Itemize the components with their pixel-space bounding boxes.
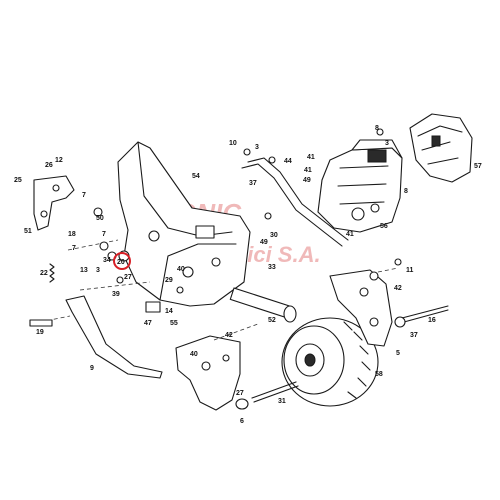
callout-54: 54: [192, 173, 200, 180]
callout-49b: 49: [260, 239, 268, 246]
left-bracket: [33, 175, 75, 231]
callout-8: 8: [375, 125, 379, 132]
callout-7: 7: [82, 192, 86, 199]
callout-55: 55: [170, 320, 178, 327]
callout-57: 57: [474, 163, 482, 170]
engine-assembly: [317, 139, 403, 233]
callout-42b: 42: [225, 332, 233, 339]
drive-wheel: [281, 317, 379, 407]
callout-26: 26: [45, 162, 53, 169]
callout-6: 6: [240, 418, 244, 425]
callout-8b: 8: [404, 188, 408, 195]
callout-10: 10: [229, 140, 237, 147]
skid-bar: [65, 295, 163, 379]
callout-25: 25: [14, 177, 22, 184]
callout-34: 34: [103, 257, 111, 264]
main-frame: [117, 141, 251, 307]
callout-37: 37: [249, 180, 257, 187]
callout-3c: 3: [96, 267, 100, 274]
callout-9: 9: [90, 365, 94, 372]
callout-14: 14: [165, 308, 173, 315]
axle-shaft: [235, 381, 299, 410]
callout-22: 22: [40, 270, 48, 277]
shaft-assembly: [229, 287, 297, 323]
callout-52: 52: [268, 317, 276, 324]
callout-20: 20: [117, 259, 125, 266]
callout-27b: 27: [236, 390, 244, 397]
callout-47: 47: [144, 320, 152, 327]
callout-13: 13: [80, 267, 88, 274]
callout-40: 40: [177, 266, 185, 273]
callout-11: 11: [406, 267, 414, 274]
highlight-ring-part-20: [113, 252, 131, 270]
control-rod: [241, 157, 349, 247]
callout-18: 18: [68, 231, 76, 238]
callout-56: 56: [380, 223, 388, 230]
callout-16: 16: [428, 317, 436, 324]
callout-41: 41: [307, 154, 315, 161]
callout-30: 30: [270, 232, 278, 239]
callout-7c: 7: [102, 231, 106, 238]
callout-49: 49: [303, 177, 311, 184]
callout-5: 5: [396, 350, 400, 357]
callout-44: 44: [284, 158, 292, 165]
callout-42: 42: [394, 285, 402, 292]
side-plate-lower: [175, 335, 241, 411]
callout-58: 58: [375, 371, 383, 378]
callout-27: 27: [124, 274, 132, 281]
callout-37b: 37: [410, 332, 418, 339]
spring: [49, 263, 55, 283]
callout-3b: 3: [255, 144, 259, 151]
callout-3: 3: [385, 140, 389, 147]
callout-33: 33: [268, 264, 276, 271]
engine-cover: [409, 113, 473, 183]
callout-51: 51: [24, 228, 32, 235]
callout-19: 19: [36, 329, 44, 336]
assembly-guides: [39, 239, 399, 341]
callout-7b: 7: [72, 245, 76, 252]
callout-29: 29: [165, 277, 173, 284]
callout-39: 39: [112, 291, 120, 298]
callout-labels: 8 3 57 10 3 44 41 12 26 25 54 49 37 41 7…: [14, 125, 482, 425]
callout-12: 12: [55, 157, 63, 164]
bolt-16: [394, 305, 449, 328]
callout-41c: 41: [346, 231, 354, 238]
callout-41b: 41: [304, 167, 312, 174]
callout-31: 31: [278, 398, 286, 405]
callout-50: 50: [96, 215, 104, 222]
callout-40b: 40: [190, 351, 198, 358]
